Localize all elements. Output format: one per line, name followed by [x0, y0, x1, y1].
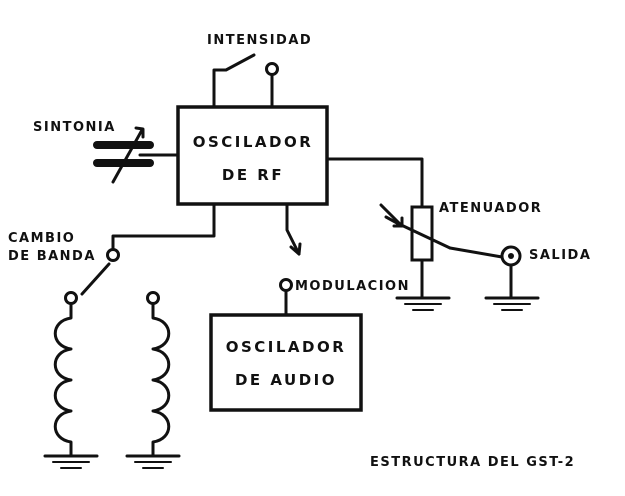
attenuator-and-output: ATENUADOR SALIDA [325, 157, 591, 311]
intensidad-switch: INTENSIDAD [207, 33, 312, 109]
modulacion-terminal [279, 278, 293, 292]
sintonia-label: SINTONIA [33, 120, 116, 135]
atenuador-label: ATENUADOR [439, 201, 542, 216]
attenuator-ground [395, 296, 451, 311]
rf-oscillator-line1: OSCILADOR [193, 133, 314, 151]
band-switch-common-terminal [106, 248, 120, 262]
band-switch-contact-1 [64, 291, 78, 305]
salida-ground [484, 296, 540, 311]
rf-oscillator-line2: DE RF [222, 166, 284, 184]
cambio-label-line1: CAMBIO [8, 231, 75, 246]
sintonia-capacitor: SINTONIA [33, 120, 180, 184]
rf-oscillator-block: OSCILADOR DE RF [176, 105, 329, 206]
intensidad-terminal [265, 62, 279, 76]
intensidad-label: INTENSIDAD [207, 33, 312, 48]
audio-oscillator-box [209, 313, 363, 412]
salida-connector-pin [508, 253, 514, 259]
modulacion-switch: MODULACION [279, 202, 410, 317]
cambio-label-line2: DE BANDA [8, 249, 96, 264]
coil-1-ground [43, 454, 99, 469]
coil-2-ground [125, 454, 181, 469]
modulacion-label: MODULACION [295, 279, 410, 294]
salida-label: SALIDA [529, 248, 591, 263]
coil-2 [151, 302, 171, 458]
audio-oscillator-line2: DE AUDIO [235, 371, 337, 389]
audio-oscillator-line1: OSCILADOR [226, 338, 347, 356]
rf-oscillator-box [176, 105, 329, 206]
band-switch-and-coils: CAMBIO DE BANDA [8, 202, 216, 469]
band-switch-contact-2 [146, 291, 160, 305]
diagram-caption: ESTRUCTURA DEL GST-2 [370, 455, 575, 470]
coil-1 [53, 302, 73, 458]
audio-oscillator-block: OSCILADOR DE AUDIO [209, 313, 363, 412]
